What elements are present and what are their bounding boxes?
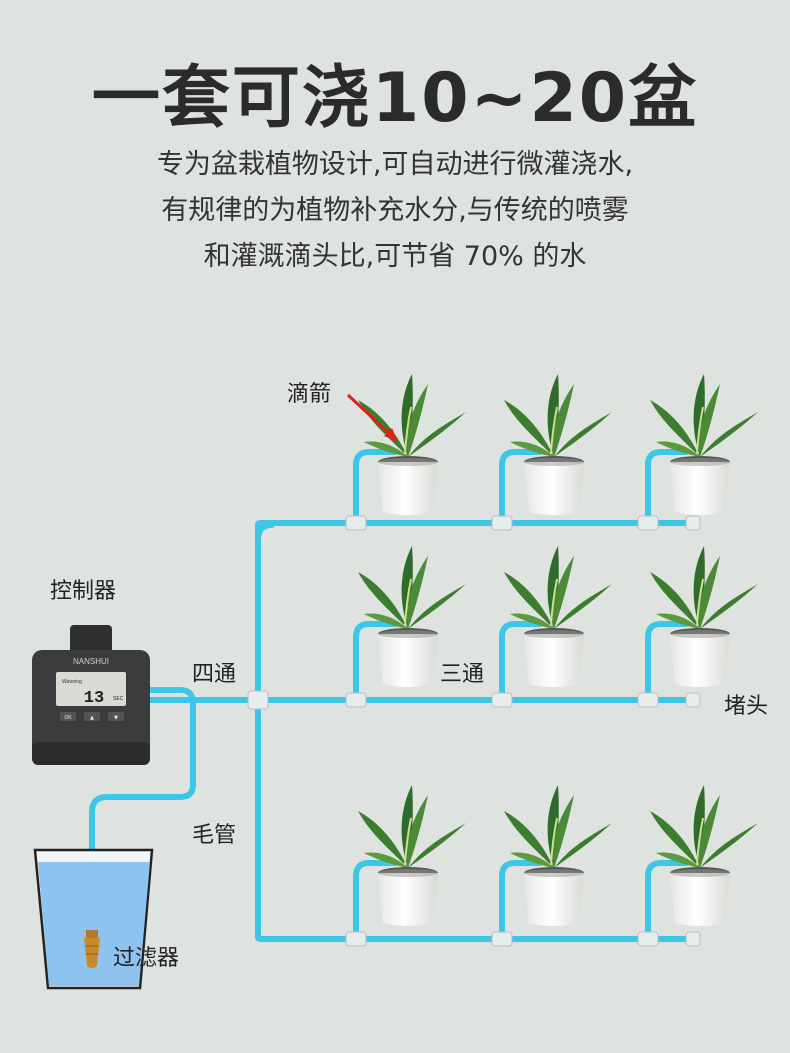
label-three-way: 三通 (440, 662, 485, 687)
description-line-1: 专为盆栽植物设计,可自动进行微灌浇水, (156, 149, 634, 180)
filter-icon (84, 930, 100, 968)
three-way-connector (345, 931, 367, 947)
label-controller: 控制器 (50, 579, 117, 604)
down-button: ▼ (114, 715, 118, 721)
tubing (89, 449, 693, 942)
label-four-way: 四通 (192, 662, 237, 687)
three-way-connector (637, 931, 659, 947)
plant-pot (503, 373, 613, 516)
three-way-connector (345, 692, 367, 708)
plant-pot (503, 784, 613, 927)
controller-device: NANSHUI Watering 13 SEC OK ▲ ▼ (32, 625, 150, 765)
controller-brand: NANSHUI (73, 657, 109, 666)
connectors (247, 515, 701, 947)
controller-display-value: 13 (84, 689, 104, 708)
plant-pot (649, 784, 759, 927)
end-plug (685, 515, 701, 531)
three-way-connector (345, 515, 367, 531)
three-way-connector (637, 692, 659, 708)
plant-pot (649, 545, 759, 688)
controller-display-unit: SEC (113, 696, 124, 702)
label-filter: 过滤器 (113, 946, 180, 971)
end-plug (685, 931, 701, 947)
four-way-connector (247, 690, 269, 710)
three-way-connector (491, 931, 513, 947)
plant-pot (357, 373, 467, 516)
three-way-connector (491, 515, 513, 531)
three-way-connector (637, 515, 659, 531)
label-end-plug: 堵头 (724, 694, 769, 719)
label-capillary-tube: 毛管 (192, 823, 237, 848)
end-plug (685, 692, 701, 708)
up-button: ▲ (90, 715, 94, 721)
plant-pot (357, 784, 467, 927)
plant-pot (649, 373, 759, 516)
description-line-3: 和灌溉滴头比,可节省 70% 的水 (203, 241, 587, 272)
water-bucket (33, 848, 154, 990)
plant-pot (503, 545, 613, 688)
description: 专为盆栽植物设计,可自动进行微灌浇水, 有规律的为植物补充水分,与传统的喷雾 和… (0, 142, 790, 280)
label-drip-arrow: 滴箭 (287, 382, 332, 407)
headline: 一套可浇10~20盆 (91, 59, 699, 138)
drip-arrow-pointer (346, 393, 398, 442)
description-line-2: 有规律的为植物补充水分,与传统的喷雾 (161, 195, 629, 226)
three-way-connector (491, 692, 513, 708)
controller-mode: Watering (62, 679, 82, 685)
ok-button: OK (64, 715, 72, 721)
plant-pots (357, 373, 759, 927)
